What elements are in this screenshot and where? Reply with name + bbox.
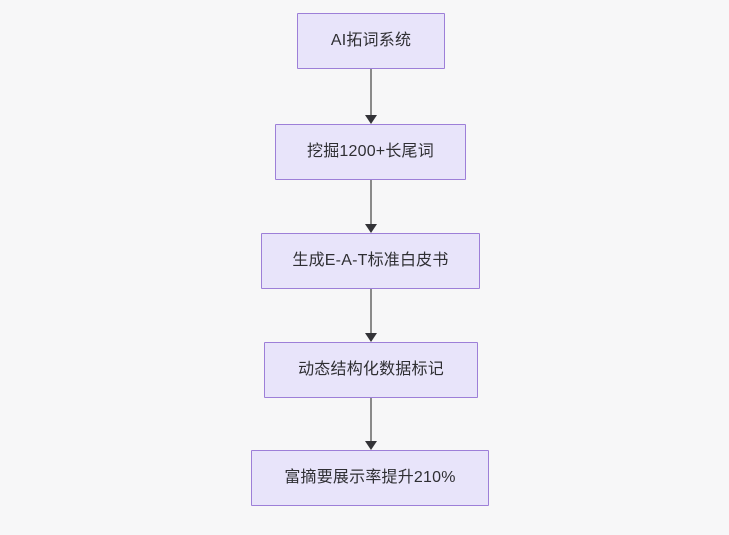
flow-node-label: 生成E-A-T标准白皮书 (292, 252, 449, 269)
edge-line (370, 398, 372, 441)
flow-node-rich-snippet-impression-uplift[interactable]: 富摘要展示率提升210% (251, 450, 489, 506)
flow-node-dynamic-structured-data-markup[interactable]: 动态结构化数据标记 (264, 342, 478, 398)
edge-line (370, 289, 372, 333)
flow-node-mine-longtail-keywords[interactable]: 挖掘1200+长尾词 (275, 124, 466, 180)
edge-line (370, 69, 372, 115)
arrow-down-icon (365, 333, 377, 342)
arrow-down-icon (365, 224, 377, 233)
flow-node-label: 动态结构化数据标记 (298, 361, 444, 378)
flow-node-generate-eat-whitepaper[interactable]: 生成E-A-T标准白皮书 (261, 233, 480, 289)
arrow-down-icon (365, 115, 377, 124)
flow-node-label: 富摘要展示率提升210% (284, 469, 456, 486)
arrow-down-icon (365, 441, 377, 450)
edge-line (370, 180, 372, 224)
flow-node-ai-keyword-system[interactable]: AI拓词系统 (297, 13, 445, 69)
flow-node-label: 挖掘1200+长尾词 (307, 143, 434, 160)
flow-node-label: AI拓词系统 (330, 32, 412, 49)
